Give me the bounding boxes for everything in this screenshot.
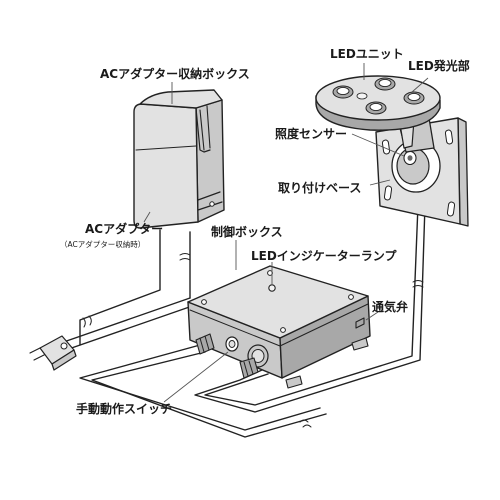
- leader-manual-switch: [163, 351, 229, 403]
- break-mark-4: [299, 419, 312, 428]
- label-control-box: 制御ボックス: [211, 224, 283, 239]
- leader-led-emitter: [411, 77, 429, 93]
- front-cable-b: [91, 351, 327, 438]
- break-mark-3: [82, 315, 92, 328]
- led-emitters: [332, 77, 425, 115]
- led-emitter-2: [374, 77, 396, 91]
- led-indicator-lamp: [268, 284, 276, 292]
- label-manual-switch: 手動動作スイッチ: [76, 401, 172, 416]
- led-emitter-3: [403, 91, 425, 105]
- adapter-cable-a: [79, 229, 161, 346]
- led-emitter-1: [332, 85, 354, 99]
- label-led-indicator: LEDインジケーターランプ: [251, 248, 397, 263]
- front-cable-a: [79, 344, 321, 431]
- led-unit: [315, 75, 441, 153]
- label-vent-valve: 通気弁: [372, 299, 408, 314]
- label-ac-adapter-stored: （ACアダプター収納時）: [60, 239, 145, 249]
- plug-cable-b: [59, 303, 199, 353]
- plug-cable-a: [54, 297, 191, 346]
- leader-ac-adapter: [143, 211, 151, 223]
- break-mark-2: [412, 280, 424, 288]
- label-ac-adapter: ACアダプター: [85, 221, 163, 236]
- label-light-sensor: 照度センサー: [275, 126, 347, 141]
- mount-base: [375, 117, 469, 227]
- label-mount-base: 取り付けベース: [278, 180, 361, 195]
- labels: ACアダプター収納ボックス LEDユニット LED発光部 照度センサー 取り付け…: [60, 47, 470, 416]
- leader-mount-base: [369, 179, 391, 186]
- led-emitter-4: [365, 101, 387, 115]
- label-led-unit: LEDユニット: [330, 47, 404, 61]
- cable-gland-left: [195, 333, 215, 355]
- label-led-emitter: LED発光部: [408, 58, 470, 73]
- leader-light-sensor: [351, 133, 405, 157]
- break-mark-1: [179, 253, 191, 261]
- control-box: [187, 265, 371, 389]
- cable-gland-front: [239, 344, 269, 379]
- led-emitter-5: [356, 92, 368, 100]
- ac-adapter-box: [133, 89, 225, 229]
- leader-lines: [143, 63, 429, 403]
- label-ac-adapter-box: ACアダプター収納ボックス: [100, 66, 250, 81]
- sensor-cable-b: [204, 204, 419, 406]
- vent-valve: [355, 317, 365, 329]
- power-plug: [29, 335, 77, 371]
- leader-vent-valve: [365, 311, 379, 321]
